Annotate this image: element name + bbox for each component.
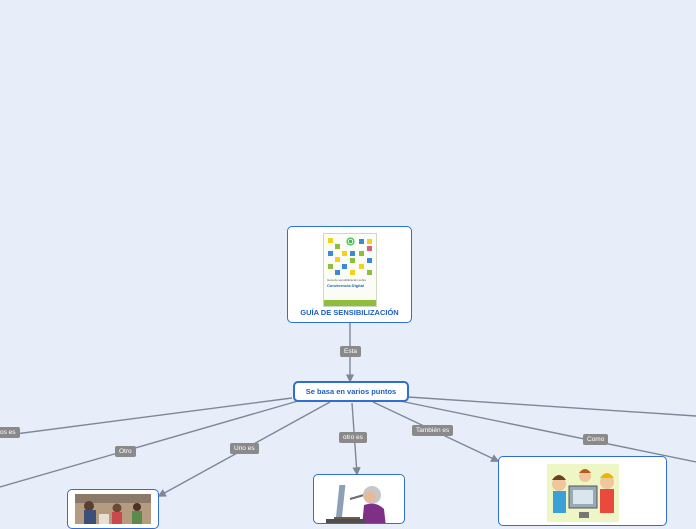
root-title: GUÍA DE SENSIBILIZACIÓN [288,308,411,317]
root-node[interactable]: Guía de sensibilización sobre Convivenci… [287,226,412,323]
cover-caption-small: Guía de sensibilización sobre [327,278,366,282]
edge-label-otro-es: otro es [339,432,367,443]
computer-user-node[interactable] [313,474,405,524]
connector-far-left [0,398,292,436]
cover-caption-large: Convivencia Digital [327,283,364,288]
connector-como [408,397,696,416]
classroom-photo-node[interactable] [67,489,159,529]
edge-label-tambien-es: También es [412,425,453,436]
kids-at-computer-icon [545,462,621,522]
edge-label-como: Como [583,434,608,445]
center-title: Se basa en varios puntos [295,383,407,400]
edge-label-far-left: os es [0,427,20,438]
edge-label-uno-es: Uno es [230,443,259,454]
center-node[interactable]: Se basa en varios puntos [293,381,409,402]
woman-at-computer-icon [320,479,400,524]
kids-computer-node[interactable] [498,456,667,526]
cover-band [324,300,376,306]
edge-label-otro: Otro [115,446,136,457]
guide-cover-image: Guía de sensibilización sobre Convivenci… [323,233,377,307]
whatsapp-icon [346,237,355,246]
edge-label-esta: Esta [340,346,361,357]
